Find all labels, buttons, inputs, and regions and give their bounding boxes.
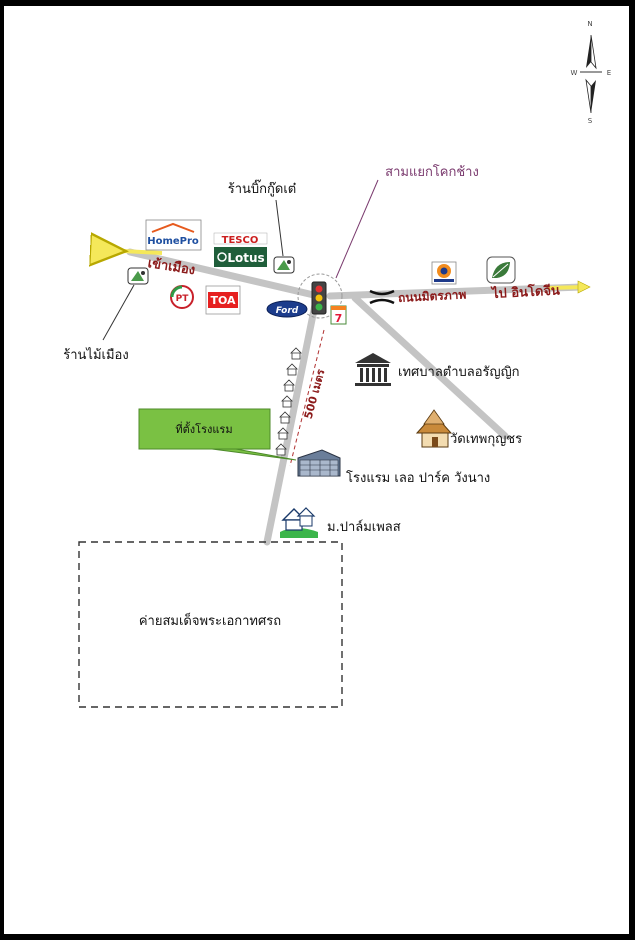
lotus-text: Lotus xyxy=(227,251,264,265)
camp-area xyxy=(78,541,343,708)
road-south xyxy=(263,296,320,546)
house-icon xyxy=(275,443,287,456)
store-icon xyxy=(273,256,295,274)
compass-south-needle-dark xyxy=(591,80,596,113)
seven-eleven-logo: 7 xyxy=(330,305,347,325)
store-leader-line xyxy=(275,199,284,257)
compass-rose-icon: N W E S xyxy=(571,20,612,125)
wood-store-leader-line xyxy=(102,284,135,341)
to-city-label: เข้าเมือง xyxy=(147,255,197,278)
tesco-lotus-logo: TESCO Lotus xyxy=(213,232,268,267)
fuel-station-logo xyxy=(431,261,457,285)
toa-text: TOA xyxy=(210,294,236,307)
junction-label: สามแยกโคกช้าง xyxy=(385,164,479,180)
compass-north-needle-dark xyxy=(586,35,591,68)
arrow-to-indochina-icon xyxy=(577,280,591,294)
junction-leader-line xyxy=(335,179,379,279)
house-icon xyxy=(283,379,295,392)
municipality-building-icon xyxy=(355,353,391,386)
compass-south: S xyxy=(588,117,593,125)
arrow-to-city-icon xyxy=(122,251,163,253)
compass-north-needle-light xyxy=(590,34,597,70)
ford-logo: Ford xyxy=(266,300,308,318)
house-icon xyxy=(279,411,291,424)
tesco-text: TESCO xyxy=(222,235,259,246)
pt-text: PT xyxy=(176,294,190,304)
road-name-label: ถนนมิตรภาพ xyxy=(398,287,467,305)
map-canvas: N W E S สามแยกโคกช้าง 7 เ xyxy=(63,20,612,708)
road-mittraphap xyxy=(326,283,586,300)
roadside-houses xyxy=(275,347,302,456)
homepro-text: HomePro xyxy=(147,236,199,247)
compass-south-needle-light xyxy=(585,78,592,114)
homepro-logo: HomePro xyxy=(145,219,202,251)
hotel-building-icon xyxy=(297,449,341,477)
shop-mai-label: ร้านไม้เมือง xyxy=(63,347,128,363)
toa-logo: TOA xyxy=(205,285,241,315)
bangchak-logo xyxy=(486,256,516,284)
house-icon xyxy=(286,363,298,376)
house-icon xyxy=(281,395,293,408)
house-icon xyxy=(277,427,289,440)
shop-big-label: ร้านบิ๊กกู๊ดเต๋ xyxy=(228,179,297,197)
house-icon xyxy=(290,347,302,360)
village-label: ม.ปาล์มเพลส xyxy=(327,519,401,535)
road-to-city xyxy=(126,248,322,300)
map-paper: N W E S สามแยกโคกช้าง 7 เ xyxy=(4,6,629,934)
wood-store-icon xyxy=(127,267,149,285)
roads xyxy=(126,248,586,546)
temple-label: วัดเทพกุญชร xyxy=(450,432,522,447)
bridge-icon xyxy=(369,289,395,305)
distance-label: 500 เมตร xyxy=(302,368,328,421)
pt-station-logo: PT xyxy=(170,285,194,309)
compass-east: E xyxy=(607,69,611,77)
traffic-light-icon xyxy=(311,281,327,315)
hotel-callout-label: ที่ตั้งโรงแรม xyxy=(175,421,232,436)
camp-label: ค่ายสมเด็จพระเอกาทศรถ xyxy=(139,611,281,629)
compass-west: W xyxy=(571,69,578,77)
seven-eleven-text: 7 xyxy=(335,312,343,325)
ford-text: Ford xyxy=(276,306,299,316)
junction-circle xyxy=(297,273,343,319)
temple-icon xyxy=(415,409,453,448)
municipality-label: เทศบาลตำบลอรัญญิก xyxy=(398,365,520,380)
road-southeast xyxy=(351,294,509,440)
hotel-label: โรงแรม เลอ ปาร์ค วังนาง xyxy=(346,470,490,486)
compass-north: N xyxy=(587,20,592,28)
to-indochina-label: ไป อินโดจีน xyxy=(490,281,561,302)
hotel-callout: ที่ตั้งโรงแรม xyxy=(138,408,297,461)
village-house-icon xyxy=(280,507,318,538)
distance-line xyxy=(289,329,325,467)
